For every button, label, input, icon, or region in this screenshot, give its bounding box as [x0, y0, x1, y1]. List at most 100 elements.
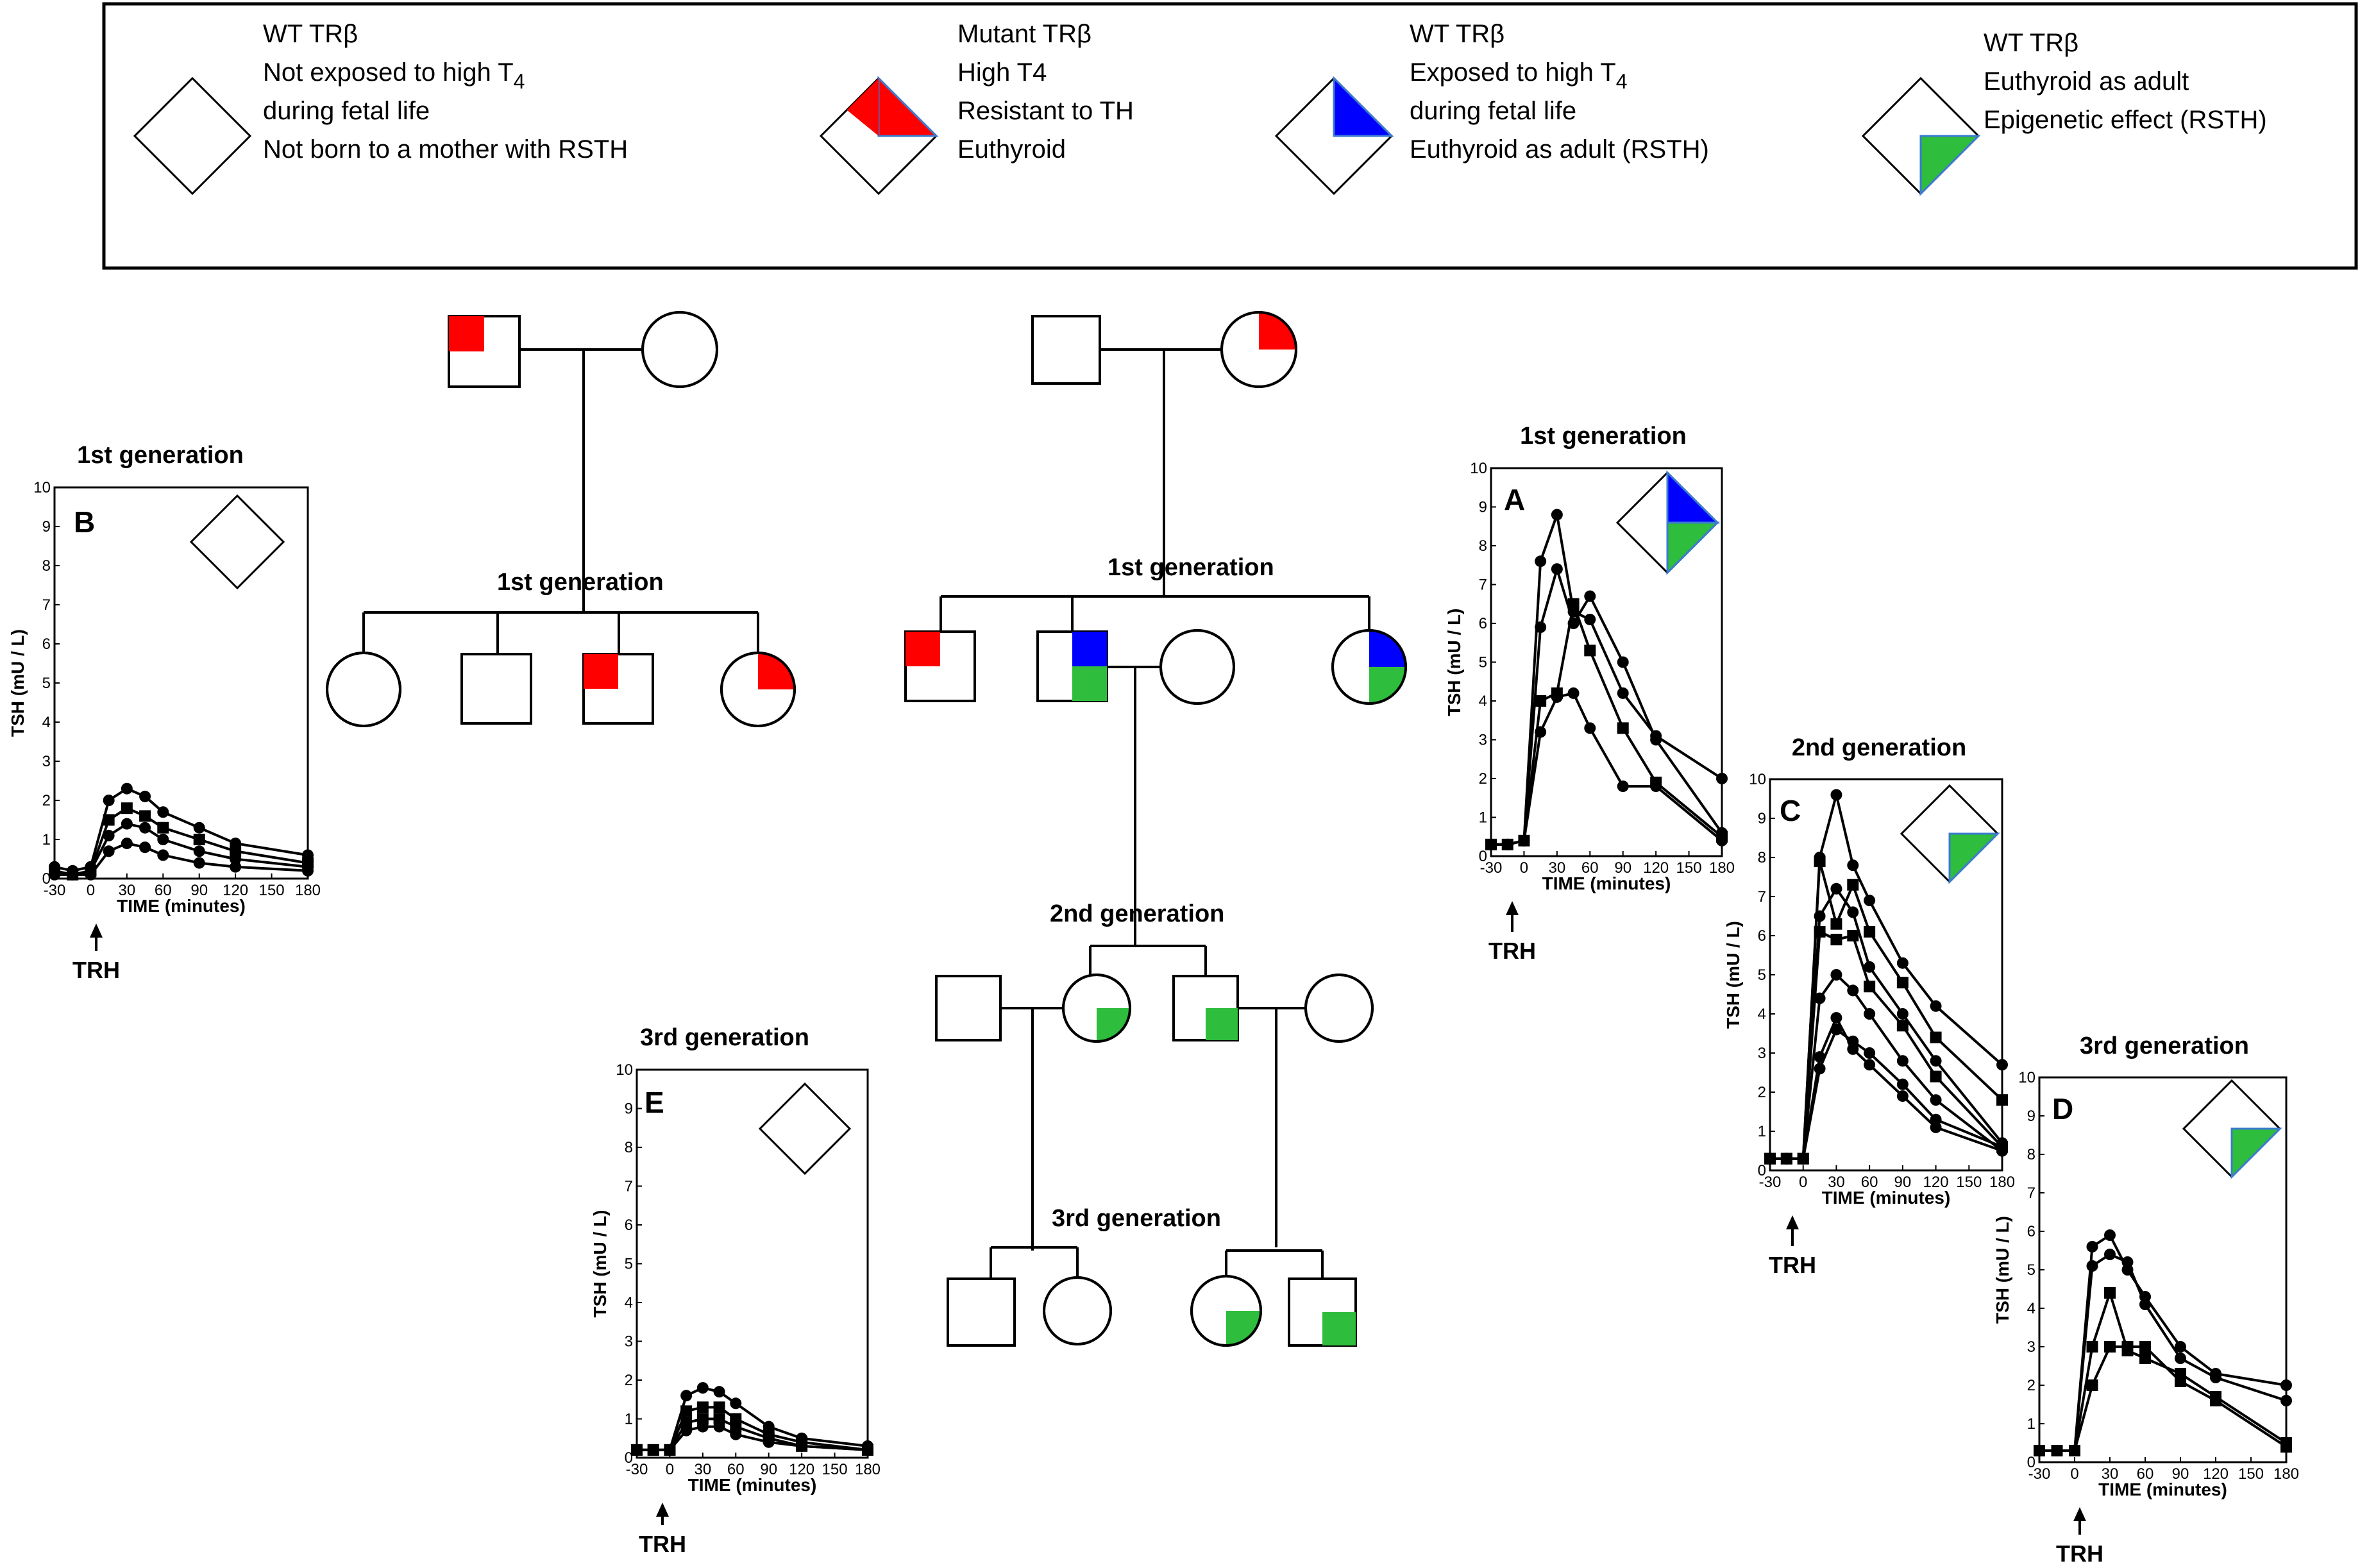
green-quadrant	[1097, 1008, 1130, 1041]
panel-symbol	[1615, 470, 1720, 575]
series-line	[54, 787, 308, 872]
panel-letter: B	[74, 505, 95, 539]
x-axis-label: TIME (minutes)	[1822, 1188, 1951, 1208]
data-point-square	[1930, 1031, 1942, 1043]
series-line	[1770, 1015, 2003, 1160]
y-tick-label: 5	[1479, 654, 1487, 671]
data-point-circle	[713, 1420, 725, 1433]
y-tick-label: 10	[616, 1061, 633, 1079]
y-tick-label: 3	[42, 753, 51, 770]
y-axis-label: TSH (mU / L)	[590, 1210, 610, 1318]
x-tick-label: 60	[1861, 1174, 1878, 1191]
data-point-square	[2139, 1353, 2151, 1364]
data-point-square	[1847, 930, 1859, 941]
x-tick-label: -30	[44, 882, 66, 899]
data-point-circle	[1930, 1055, 1942, 1067]
x-tick-label: -30	[1480, 859, 1503, 877]
data-point-circle	[1551, 563, 1563, 575]
chart-title: 3rd generation	[2080, 1033, 2249, 1059]
data-point-circle	[1896, 957, 1909, 969]
data-point-circle	[763, 1436, 775, 1448]
data-point-circle	[1780, 1152, 1792, 1165]
x-tick-label: 60	[155, 882, 172, 899]
legend-symbol-empty	[133, 76, 252, 196]
data-point-square	[2086, 1341, 2098, 1353]
y-tick-label: 0	[1479, 848, 1487, 865]
gen-label-2nd: 2nd generation	[1050, 900, 1224, 927]
data-point-circle	[1617, 656, 1629, 668]
data-point-circle	[696, 1382, 709, 1394]
blue-quadrant	[1072, 632, 1107, 666]
data-point-square	[680, 1405, 693, 1417]
diamond-outline	[133, 76, 252, 196]
y-tick-label: 7	[42, 596, 51, 614]
diamond-outline	[189, 494, 285, 590]
x-tick-label: 120	[789, 1461, 814, 1478]
x-tick-label: 90	[190, 882, 208, 899]
data-point-square	[2121, 1341, 2134, 1353]
x-tick-label: 90	[1894, 1174, 1912, 1191]
female-outline-top	[326, 652, 401, 727]
legend-text-line: High T4	[957, 58, 1047, 87]
red-fill-left	[847, 78, 879, 136]
female-outline-top	[1043, 1276, 1112, 1345]
x-axis-label: TIME (minutes)	[2098, 1479, 2227, 1499]
trh-label: TRH	[2056, 1540, 2103, 1567]
gen-label-3rd: 3rd generation	[1052, 1205, 1221, 1232]
data-point-circle	[157, 834, 169, 845]
y-tick-label: 10	[1749, 771, 1766, 788]
male-symbol	[1031, 315, 1101, 385]
legend-text-line: Resistant to TH	[957, 97, 1134, 125]
legend-border	[102, 2, 2358, 270]
data-point-circle	[1814, 1051, 1826, 1063]
legend-text-line: during fetal life	[1410, 97, 1576, 125]
female-outline-top	[1304, 974, 1374, 1043]
y-tick-label: 6	[1758, 927, 1766, 945]
data-point-circle	[2104, 1229, 2116, 1241]
trh-arrow-head	[90, 923, 103, 938]
female-symbol	[326, 652, 401, 727]
series-line	[2039, 1345, 2288, 1452]
data-point-circle	[1830, 1012, 1842, 1024]
data-point-circle	[680, 1390, 693, 1402]
red-quadrant	[1259, 312, 1296, 350]
data-point-square	[2034, 1445, 2045, 1456]
data-point-circle	[1864, 1008, 1876, 1020]
data-point-circle	[1896, 1090, 1909, 1102]
x-axis-label: TIME (minutes)	[117, 896, 246, 916]
female-symbol	[1190, 1275, 1262, 1347]
data-point-circle	[631, 1444, 643, 1456]
female-symbol	[1159, 629, 1235, 705]
data-point-circle	[49, 868, 60, 881]
male-symbol	[1172, 975, 1239, 1041]
data-point-square	[2175, 1376, 2186, 1387]
y-tick-label: 4	[625, 1294, 633, 1311]
y-tick-label: 1	[625, 1411, 633, 1428]
series-line	[55, 842, 308, 876]
data-point-circle	[103, 795, 115, 806]
red-quadrant	[449, 316, 484, 351]
data-point-square	[1864, 925, 1876, 938]
data-point-circle	[1830, 789, 1842, 801]
data-point-square	[2280, 1441, 2292, 1453]
data-point-circle	[2104, 1249, 2116, 1260]
series-line	[1491, 691, 1723, 846]
trh-label: TRH	[1488, 938, 1536, 964]
y-tick-label: 8	[1479, 537, 1487, 555]
y-tick-label: 7	[1479, 577, 1487, 594]
data-point-circle	[103, 829, 115, 841]
legend-text-line: Euthyroid as adult	[1984, 67, 2189, 96]
data-point-circle	[1864, 895, 1876, 907]
x-tick-label: -30	[2028, 1465, 2051, 1483]
x-tick-label: -30	[1759, 1174, 1782, 1191]
female-outline-top	[641, 311, 718, 388]
y-tick-label: 10	[2018, 1069, 2035, 1086]
data-point-circle	[1996, 1145, 2008, 1157]
data-point-circle	[1551, 509, 1563, 521]
male-symbol	[1288, 1277, 1357, 1347]
legend-text-line: WT TRβ	[263, 20, 358, 48]
data-point-square	[1896, 1020, 1909, 1032]
male-symbol	[947, 1277, 1016, 1347]
y-tick-label: 7	[2027, 1184, 2035, 1202]
